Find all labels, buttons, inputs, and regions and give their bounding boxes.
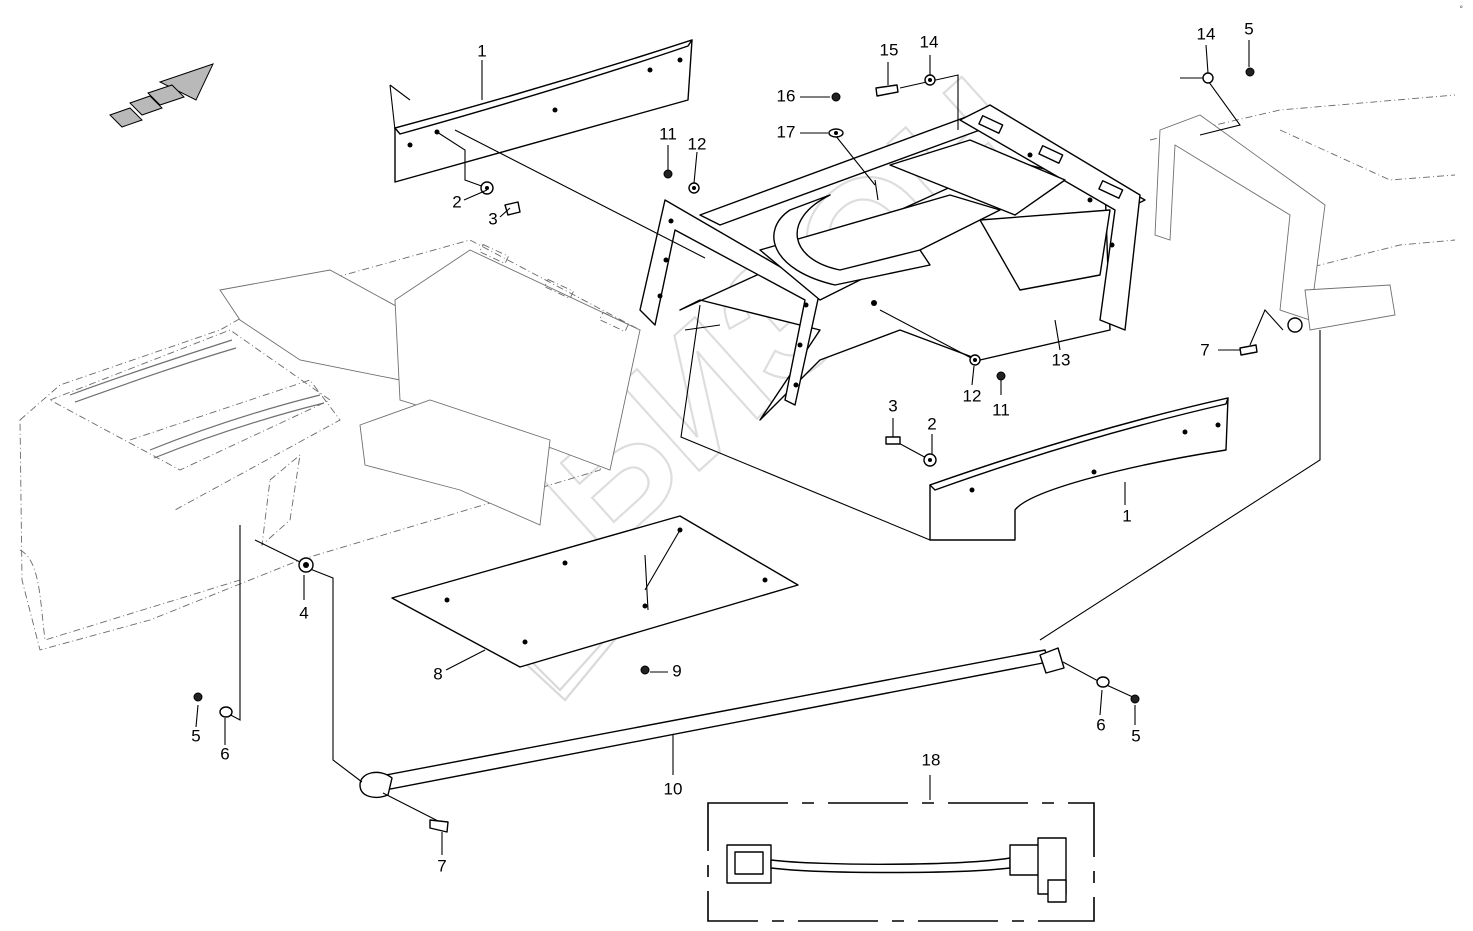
part-8-cover-plate	[391, 515, 799, 668]
callout-12: 12	[688, 134, 707, 153]
callout-2: 2	[452, 192, 461, 211]
header-frame-ghost	[19, 239, 641, 651]
callout-5: 5	[191, 726, 200, 745]
side-frame-ghost	[1149, 94, 1456, 331]
callout-16: 16	[777, 86, 796, 105]
callout-10: 10	[664, 779, 683, 798]
callout-11: 11	[992, 400, 1010, 419]
callout-3: 3	[488, 209, 497, 228]
travel-direction-arrow-icon	[109, 63, 214, 128]
callout-13: 13	[1052, 350, 1071, 369]
callout-17: 17	[777, 122, 796, 141]
callout-9: 9	[672, 661, 681, 680]
callout-3: 3	[888, 396, 897, 415]
callout-2: 2	[927, 414, 936, 433]
part-18-wiring-harness	[707, 775, 1095, 922]
callout-5: 5	[1131, 726, 1140, 745]
callout-7: 7	[437, 856, 446, 875]
callout-5: 5	[1244, 19, 1253, 38]
fasteners	[193, 67, 1303, 833]
part-13-crossmember	[639, 104, 1146, 421]
callout-leaders	[195, 40, 1250, 855]
callout-1: 1	[477, 41, 486, 60]
callout-12: 12	[963, 386, 982, 405]
callout-15: 15	[880, 40, 899, 59]
callout-11: 11	[659, 124, 677, 143]
callout-18: 18	[922, 750, 941, 769]
callout-labels: 1 1 2 2 3 3 4 5 5 5 6 6 7 7 8 9 10 11 11…	[191, 19, 1253, 875]
callout-14: 14	[920, 32, 939, 51]
corner-mark: °	[1459, 4, 1463, 14]
callout-8: 8	[433, 664, 442, 683]
callout-14: 14	[1197, 24, 1216, 43]
callout-6: 6	[1096, 715, 1105, 734]
callout-1: 1	[1122, 506, 1131, 525]
part-1-upper-shield	[394, 39, 693, 183]
part-10-tie-rod	[359, 647, 1065, 798]
callout-4: 4	[299, 603, 308, 622]
bolt-icon	[504, 201, 521, 216]
callout-6: 6	[220, 744, 229, 763]
callout-7: 7	[1200, 340, 1209, 359]
part-1-lower-shield	[929, 397, 1229, 541]
